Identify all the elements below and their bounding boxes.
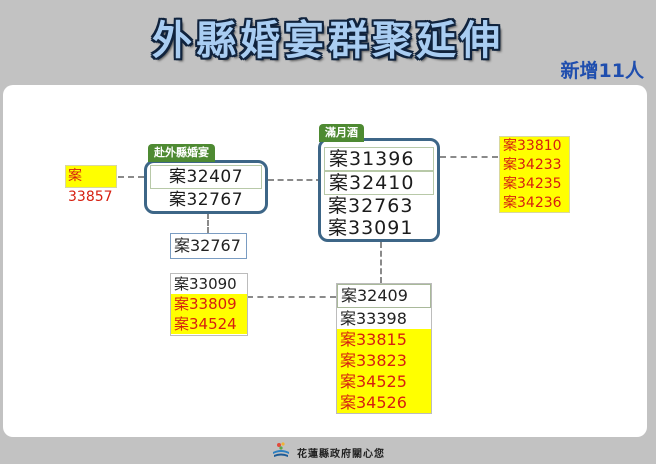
hualien-county-logo-icon	[271, 441, 291, 463]
fullmoon-group-label: 滿月酒	[319, 124, 364, 142]
connector-wedding-to-fullmoon	[268, 179, 322, 181]
case-item: 案33398	[340, 309, 407, 328]
case-item: 案33809	[171, 294, 247, 314]
case-item: 案34525	[337, 371, 431, 392]
left-contact-box: 案33857	[65, 165, 117, 205]
case-item: 案33815	[337, 329, 431, 350]
case-item: 案34236	[503, 195, 562, 211]
case-item: 案32763	[328, 195, 414, 217]
case-item: 案32767	[168, 190, 244, 210]
new-cases-count: 新增11人	[560, 60, 644, 82]
lower-left-box: 案33090 案33809 案34524	[170, 273, 248, 336]
connector-fullmoon-to-right	[440, 156, 498, 158]
case-item: 案32767	[174, 236, 241, 255]
fullmoon-group: 案31396 案32410 案32763 案33091	[318, 138, 440, 242]
case-item: 案34235	[503, 176, 562, 192]
below-wedding-box: 案32767	[170, 233, 247, 259]
case-item: 案33857	[68, 168, 113, 205]
wedding-group-label: 赴外縣婚宴	[148, 144, 215, 162]
footer: 花蓮縣政府關心您	[0, 440, 656, 464]
case-item: 案32407	[150, 165, 262, 189]
case-item: 案34526	[337, 392, 431, 413]
case-item: 案32410	[324, 171, 434, 195]
connector-left-to-wedding	[118, 176, 144, 178]
wedding-group: 案32407 案32767	[144, 160, 268, 214]
case-item: 案33091	[328, 217, 414, 239]
case-item: 案34233	[503, 157, 562, 173]
case-item: 案33823	[337, 350, 431, 371]
lower-center-box: 案32409 案33398 案33815 案33823 案34525 案3452…	[336, 283, 432, 414]
case-item: 案33810	[503, 138, 562, 154]
footer-text: 花蓮縣政府關心您	[297, 448, 385, 460]
case-item: 案34524	[171, 314, 247, 334]
page-title: 外縣婚宴群聚延伸	[152, 18, 504, 64]
connector-fullmoon-down	[380, 242, 382, 283]
case-item: 案32409	[337, 284, 431, 308]
connector-lowerleft-to-lowercenter	[247, 296, 336, 298]
right-contacts-box: 案33810 案34233 案34235 案34236	[499, 136, 570, 213]
case-item: 案31396	[324, 147, 434, 171]
case-item: 案33090	[174, 275, 237, 293]
connector-wedding-down	[207, 213, 209, 233]
